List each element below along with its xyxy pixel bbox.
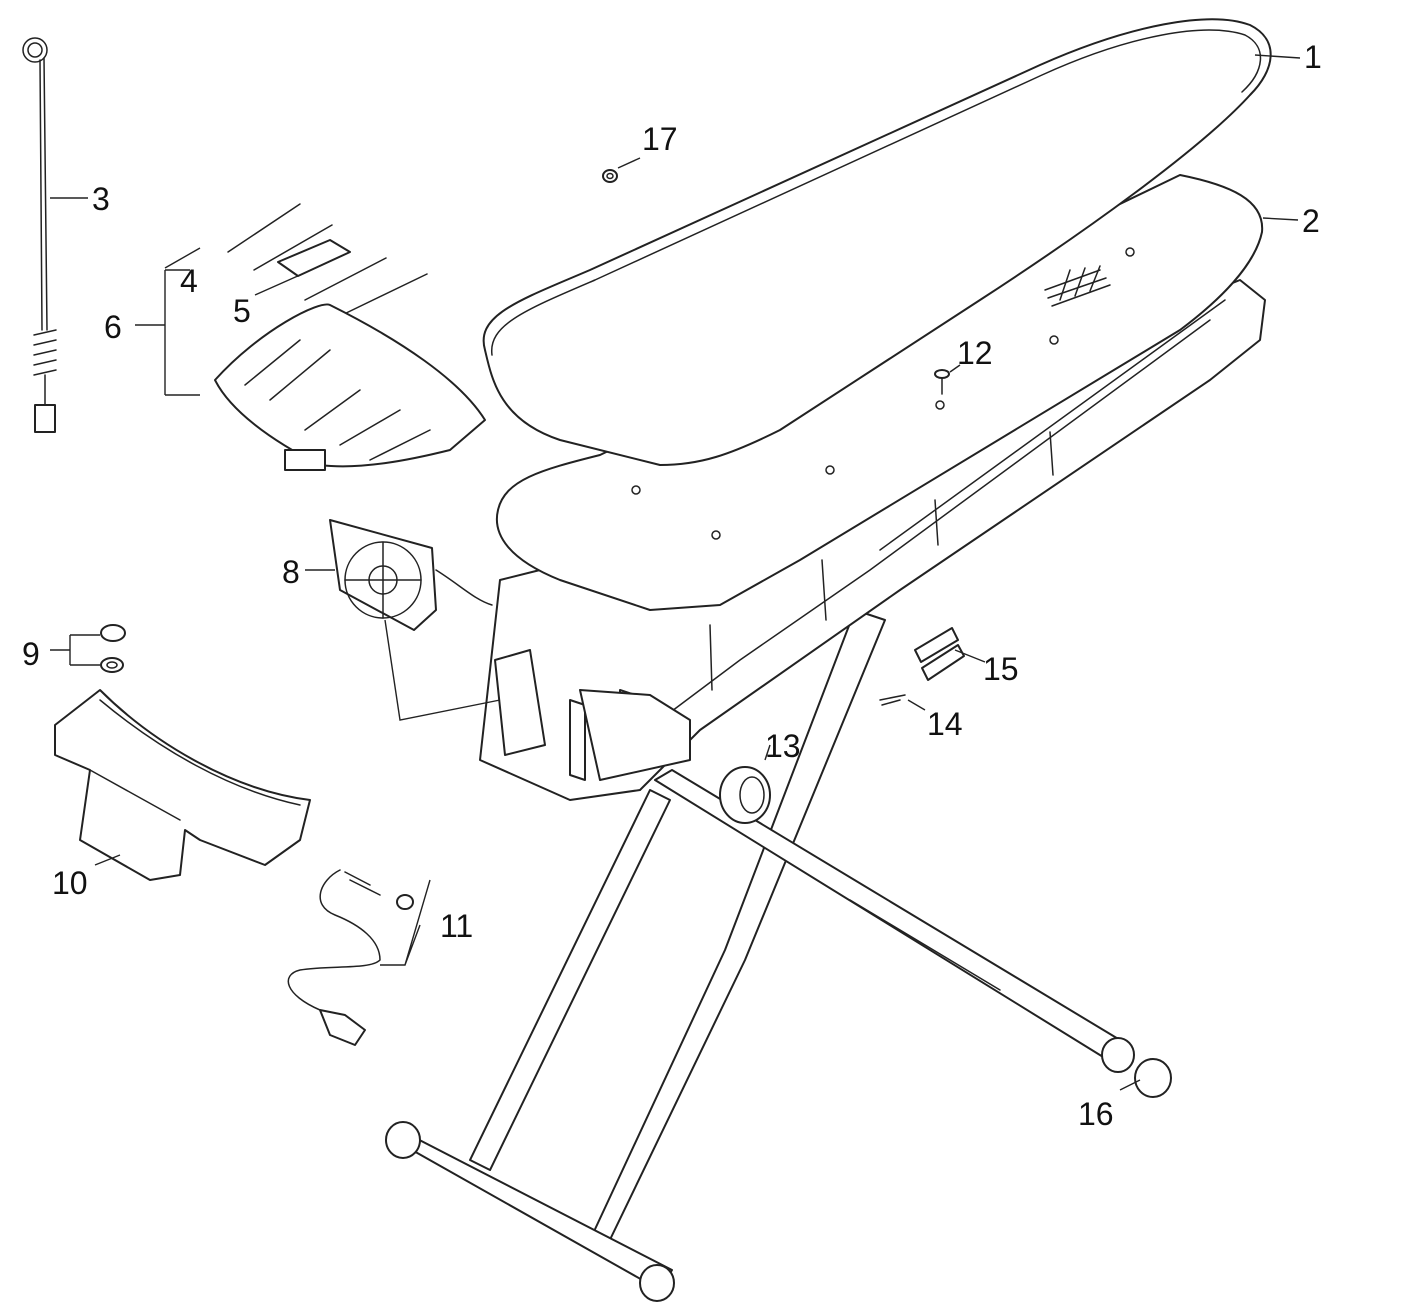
vent-grid [1044, 265, 1111, 307]
board-base-frame [479, 279, 1266, 801]
callout-12: 12 [957, 335, 993, 371]
callout-1: 1 [1304, 39, 1322, 75]
stand-frame [385, 609, 1121, 1302]
screw-part-12 [934, 369, 950, 395]
callout-2: 2 [1302, 203, 1320, 239]
callout-14: 14 [927, 706, 963, 742]
callout-6: 6 [104, 309, 122, 345]
board-plate [495, 174, 1264, 611]
leader-lines [50, 54, 1301, 1091]
callout-3: 3 [92, 181, 110, 217]
foot-cap-part-16 [1101, 1037, 1172, 1098]
callout-10: 10 [52, 865, 88, 901]
board-cover [482, 18, 1272, 466]
grommet-part-13 [719, 766, 771, 824]
callout-15: 15 [983, 651, 1019, 687]
callout-4: 4 [180, 263, 198, 299]
callout-11: 11 [440, 908, 473, 944]
callout-16: 16 [1078, 1096, 1114, 1132]
power-cord-part-11 [287, 869, 414, 1046]
cord-holder-part-3 [22, 37, 57, 433]
callout-8: 8 [282, 554, 300, 590]
callout-17: 17 [642, 121, 678, 157]
iron-rest-assembly [214, 203, 486, 471]
spring-part-14 [879, 694, 906, 706]
callout-9: 9 [22, 636, 40, 672]
fan-part-8 [329, 519, 493, 631]
front-cover-part-10 [54, 689, 311, 881]
callout-5: 5 [233, 293, 251, 329]
nut-part-17 [602, 169, 618, 183]
pins-part-15 [914, 627, 965, 681]
knobs-part-9 [100, 624, 126, 673]
callout-labels: 1 2 3 4 5 6 8 9 10 11 12 13 14 15 16 17 [22, 39, 1322, 1132]
callout-13: 13 [765, 728, 801, 764]
